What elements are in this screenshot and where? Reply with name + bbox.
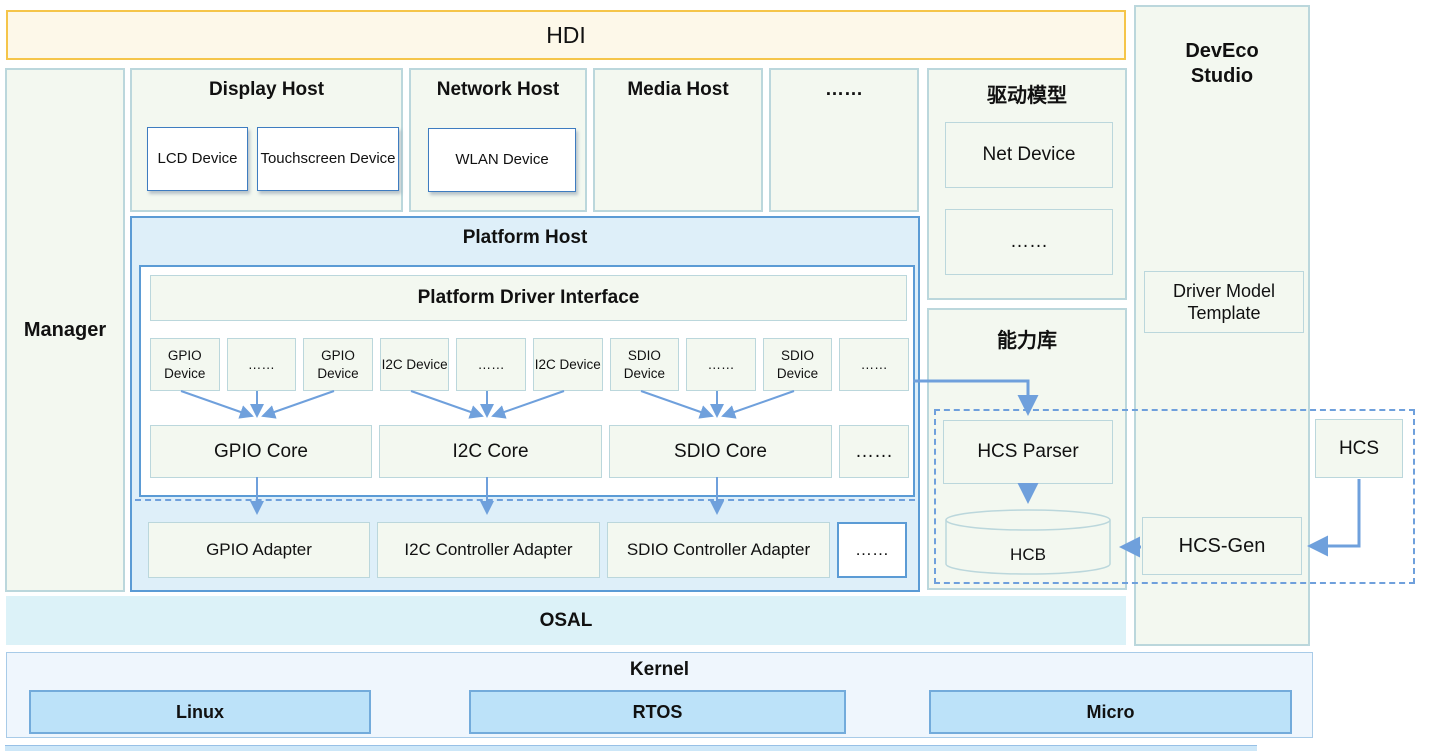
bottom-clipped-bar — [5, 745, 1257, 751]
network-host-title: Network Host — [436, 79, 560, 100]
hcs-box: HCS — [1315, 419, 1403, 478]
device-ellipsis-box: …… — [456, 338, 526, 391]
hcb-cylinder: HCB — [943, 507, 1113, 577]
rtos-kernel-box: RTOS — [469, 690, 846, 734]
capability-lib-title: 能力库 — [997, 330, 1057, 352]
i2c-device-box: I2C Device — [379, 338, 450, 391]
hcs-toolchain-group — [934, 409, 1415, 584]
hcs-parser-box: HCS Parser — [943, 420, 1113, 484]
gpio-device-box: GPIO Device — [150, 338, 220, 391]
osal-label: OSAL — [539, 609, 593, 631]
sdio-device-box: SDIO Device — [762, 338, 833, 391]
driver-model-more-box: …… — [945, 209, 1113, 275]
wlan-device-box: WLAN Device — [428, 128, 576, 192]
gpio-core-box: GPIO Core — [150, 425, 372, 478]
net-device-box: Net Device — [945, 122, 1113, 188]
device-ellipsis-box: …… — [226, 338, 297, 391]
deveco-studio-title: DevEco Studio — [1185, 40, 1259, 87]
platform-driver-interface-box: Platform Driver Interface — [150, 275, 907, 321]
i2c-core-box: I2C Core — [379, 425, 602, 478]
lcd-device-box: LCD Device — [147, 127, 248, 191]
linux-kernel-box: Linux — [29, 690, 371, 734]
platform-host-inner: Platform Driver Interface GPIO Device ……… — [139, 265, 915, 497]
adapter-ellipsis-box: …… — [837, 522, 907, 578]
kernel-space-divider — [135, 499, 915, 501]
cylinder-shape — [945, 509, 1111, 575]
display-host-panel: Display Host LCD Device Touchscreen Devi… — [130, 68, 403, 212]
i2c-controller-adapter-box: I2C Controller Adapter — [377, 522, 600, 578]
device-ellipsis-box: …… — [839, 338, 909, 391]
kernel-title: Kernel — [629, 659, 690, 680]
media-host-panel: Media Host — [593, 68, 763, 212]
device-ellipsis-box: …… — [686, 338, 756, 391]
manager-label: Manager — [23, 318, 107, 341]
hdi-label: HDI — [546, 21, 586, 48]
platform-device-row: GPIO Device …… GPIO Device I2C Device ……… — [150, 338, 909, 391]
more-hosts-panel: …… — [769, 68, 919, 212]
kernel-panel: Kernel Linux RTOS Micro — [6, 652, 1313, 738]
gpio-device-box: GPIO Device — [303, 338, 373, 391]
sdio-device-box: SDIO Device — [609, 338, 680, 391]
driver-model-title: 驱动模型 — [987, 85, 1067, 107]
media-host-title: Media Host — [627, 79, 729, 100]
platform-host-panel: Platform Host Platform Driver Interface … — [130, 216, 920, 592]
manager-panel: Manager — [5, 68, 125, 592]
display-host-title: Display Host — [208, 79, 325, 100]
sdio-core-box: SDIO Core — [609, 425, 832, 478]
hcs-gen-box: HCS-Gen — [1142, 517, 1302, 575]
osal-bar: OSAL — [6, 596, 1126, 645]
sdio-controller-adapter-box: SDIO Controller Adapter — [607, 522, 830, 578]
driver-model-template-box: Driver Model Template — [1144, 271, 1304, 333]
more-hosts-title: …… — [825, 79, 863, 100]
hcb-label: HCB — [1010, 545, 1046, 564]
i2c-device-box: I2C Device — [532, 338, 603, 391]
platform-host-title: Platform Host — [462, 227, 588, 248]
driver-model-panel: 驱动模型 Net Device …… — [927, 68, 1127, 300]
touchscreen-device-box: Touchscreen Device — [257, 127, 399, 191]
network-host-panel: Network Host WLAN Device — [409, 68, 587, 212]
gpio-adapter-box: GPIO Adapter — [148, 522, 370, 578]
hdi-layer: HDI — [6, 10, 1126, 60]
micro-kernel-box: Micro — [929, 690, 1292, 734]
core-ellipsis-box: …… — [839, 425, 909, 478]
